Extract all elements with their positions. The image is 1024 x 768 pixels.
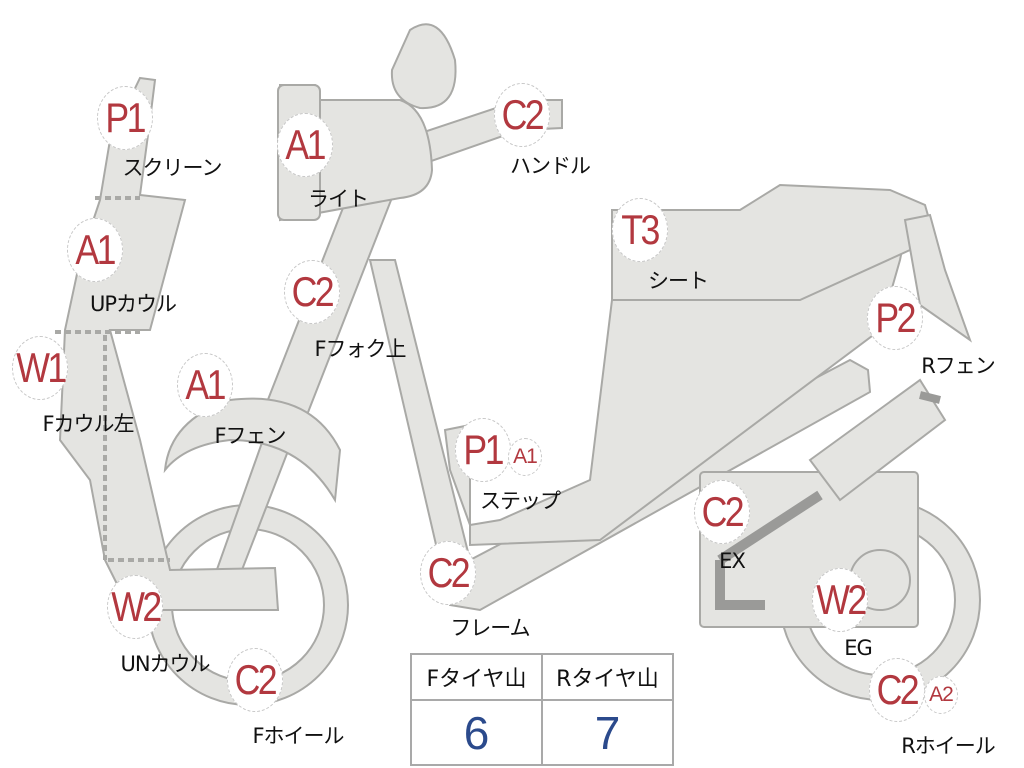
label-screen: スクリーン xyxy=(122,156,223,180)
tire-tread-table: Fタイヤ山 Rタイヤ山 6 7 xyxy=(410,653,674,766)
label-exhaust: EX xyxy=(719,549,746,573)
label-handle: ハンドル xyxy=(510,154,591,178)
label-rear-wheel: Rホイール xyxy=(901,734,996,758)
grade-badge-front-fork-upper: C2 xyxy=(284,260,340,324)
front-tire-header: Fタイヤ山 xyxy=(410,653,543,701)
label-rear-fender: Rフェン xyxy=(921,354,996,378)
exhaust-pipe xyxy=(715,490,823,610)
label-under-cowl: UNカウル xyxy=(120,652,210,676)
mirror xyxy=(390,23,457,110)
grade-badge-rear-wheel: C2 xyxy=(869,658,925,722)
grade-badge-step-secondary: A1 xyxy=(508,438,542,476)
label-seat: シート xyxy=(648,269,709,293)
grade-badge-rear-wheel-secondary: A2 xyxy=(924,676,958,714)
grade-badge-front-cowl-left: W1 xyxy=(12,336,68,400)
grade-badge-engine: W2 xyxy=(812,568,868,632)
grade-badge-frame: C2 xyxy=(420,541,476,605)
grade-badge-step: P1 xyxy=(455,418,511,482)
grade-badge-under-cowl: W2 xyxy=(107,575,163,639)
shock-rod xyxy=(919,391,941,404)
label-engine: EG xyxy=(844,636,873,660)
grade-badge-upper-cowl: A1 xyxy=(67,218,123,282)
grade-badge-front-fender: A1 xyxy=(177,353,233,417)
label-front-wheel: Fホイール xyxy=(252,724,344,748)
label-step: ステップ xyxy=(480,489,561,513)
grade-badge-screen: P1 xyxy=(97,86,153,150)
label-upper-cowl: UPカウル xyxy=(89,292,177,316)
grade-badge-light: A1 xyxy=(277,113,333,177)
rear-tire-value: 7 xyxy=(541,699,674,766)
grade-badge-seat: T3 xyxy=(612,198,668,262)
grade-badge-exhaust: C2 xyxy=(694,480,750,544)
rear-shock xyxy=(808,378,947,502)
rear-fender xyxy=(903,213,972,343)
label-frame: フレーム xyxy=(450,616,530,640)
frame xyxy=(368,259,872,612)
label-front-fork-upper: Fフォク上 xyxy=(314,337,406,361)
grade-badge-rear-fender: P2 xyxy=(867,286,923,350)
label-front-fender: Fフェン xyxy=(214,424,286,448)
grade-badge-handle: C2 xyxy=(494,83,550,147)
label-light: ライト xyxy=(308,187,369,211)
rear-tire-header: Rタイヤ山 xyxy=(541,653,674,701)
label-front-cowl-left: Fカウル左 xyxy=(42,412,134,436)
front-tire-value: 6 xyxy=(410,699,543,766)
grade-badge-front-wheel: C2 xyxy=(227,648,283,712)
